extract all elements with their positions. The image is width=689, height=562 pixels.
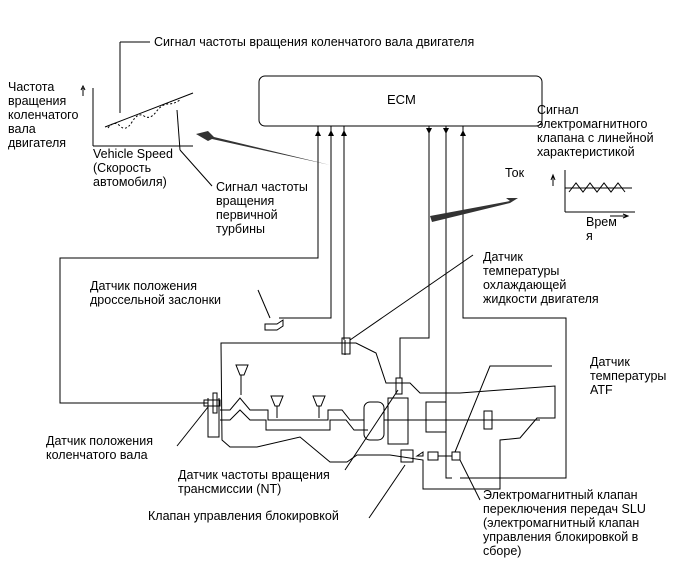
turbine-signal-label: Сигнал частоты вращения первичной турбин…	[216, 180, 308, 236]
throttle-sensor-label: Датчик положения дроссельной заслонки	[90, 279, 222, 307]
crank-sensor-label: Датчик положения коленчатого вала	[46, 434, 153, 462]
solenoid-current-graph	[550, 170, 635, 219]
time-axis-label: Врем я	[586, 215, 617, 243]
vehicle-speed-label: Vehicle Speed (Скорость автомобиля)	[93, 147, 173, 189]
engine-speed-graph	[80, 41, 213, 187]
transmission-housing	[203, 319, 556, 490]
arrow-to-solenoid-graph	[430, 198, 518, 222]
slu-valve-label: Электромагнитный клапан переключения пер…	[483, 488, 646, 558]
lockup-valve-label: Клапан управления блокировкой	[148, 509, 339, 523]
arrow-to-engine-graph	[196, 131, 330, 165]
ecm-box	[258, 75, 543, 127]
coolant-sensor-label: Датчик температуры охлаждающей жидкости …	[483, 250, 599, 306]
ecm-wiring	[59, 126, 567, 479]
engine-speed-axis-label: Частота вращения коленчатого вала двигат…	[8, 80, 79, 150]
ecm-label: ECM	[387, 92, 416, 107]
solenoid-signal-label: Сигнал электромагнитного клапана с линей…	[537, 103, 654, 159]
nt-sensor-label: Датчик частоты вращения трансмиссии (NT)	[178, 468, 330, 496]
atf-sensor-label: Датчик температуры ATF	[590, 355, 667, 397]
crank-signal-label: Сигнал частоты вращения коленчатого вала…	[154, 35, 475, 49]
current-axis-label: Ток	[505, 166, 525, 180]
